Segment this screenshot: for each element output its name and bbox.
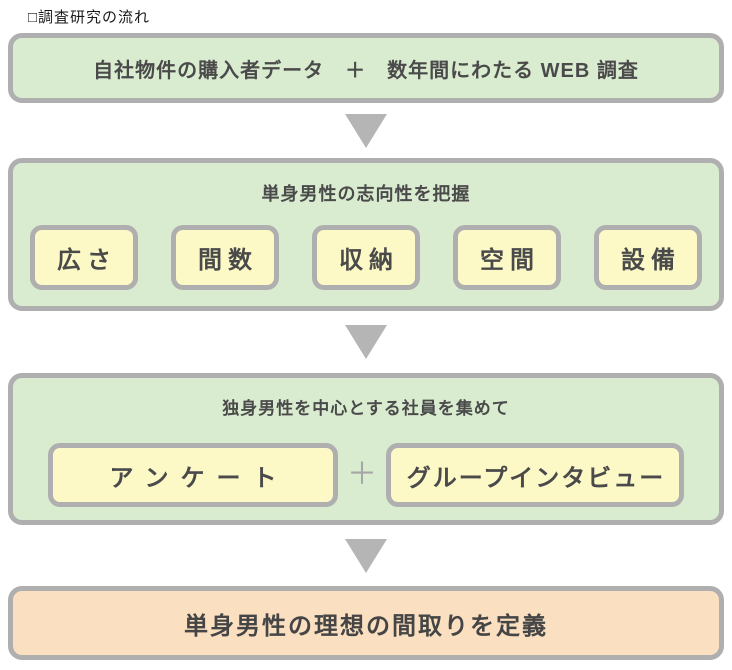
survey-item-questionnaire: アンケート bbox=[48, 443, 338, 507]
step-result-label: 単身男性の理想の間取りを定義 bbox=[184, 612, 548, 640]
arrow-row bbox=[0, 311, 732, 373]
arrow-row bbox=[0, 525, 732, 586]
step-research-header: 独身男性を中心とする社員を集めて bbox=[222, 399, 510, 418]
step-data-sources-box: 自社物件の購入者データ ＋ 数年間にわたる WEB 調査 bbox=[8, 33, 724, 103]
step-preferences-box: 単身男性の志向性を把握 広さ 間数 収納 空間 設備 bbox=[8, 158, 724, 311]
chip-hirosa: 広さ bbox=[30, 225, 138, 290]
step-research-box: 独身男性を中心とする社員を集めて アンケート ＋ グループインタビュー bbox=[8, 373, 724, 525]
down-arrow-icon bbox=[345, 538, 387, 573]
chip-masu: 間数 bbox=[171, 225, 279, 290]
chip-shunou: 収納 bbox=[312, 225, 420, 290]
chip-kuukan: 空間 bbox=[453, 225, 561, 290]
step-data-sources-label: 自社物件の購入者データ ＋ 数年間にわたる WEB 調査 bbox=[93, 59, 639, 82]
plus-icon: ＋ bbox=[347, 458, 377, 491]
down-arrow-icon bbox=[345, 325, 387, 359]
page-title: □調査研究の流れ bbox=[28, 9, 151, 26]
down-arrow-icon bbox=[345, 113, 387, 148]
arrow-row bbox=[0, 103, 732, 158]
survey-items-row: アンケート ＋ グループインタビュー bbox=[13, 443, 719, 507]
flow-diagram: 自社物件の購入者データ ＋ 数年間にわたる WEB 調査 単身男性の志向性を把握… bbox=[0, 33, 732, 660]
survey-item-group-interview: グループインタビュー bbox=[386, 443, 684, 507]
preference-chips-row: 広さ 間数 収納 空間 設備 bbox=[13, 225, 719, 290]
step-preferences-header: 単身男性の志向性を把握 bbox=[261, 184, 471, 204]
chip-setsubi: 設備 bbox=[594, 225, 702, 290]
step-result-box: 単身男性の理想の間取りを定義 bbox=[8, 586, 724, 660]
